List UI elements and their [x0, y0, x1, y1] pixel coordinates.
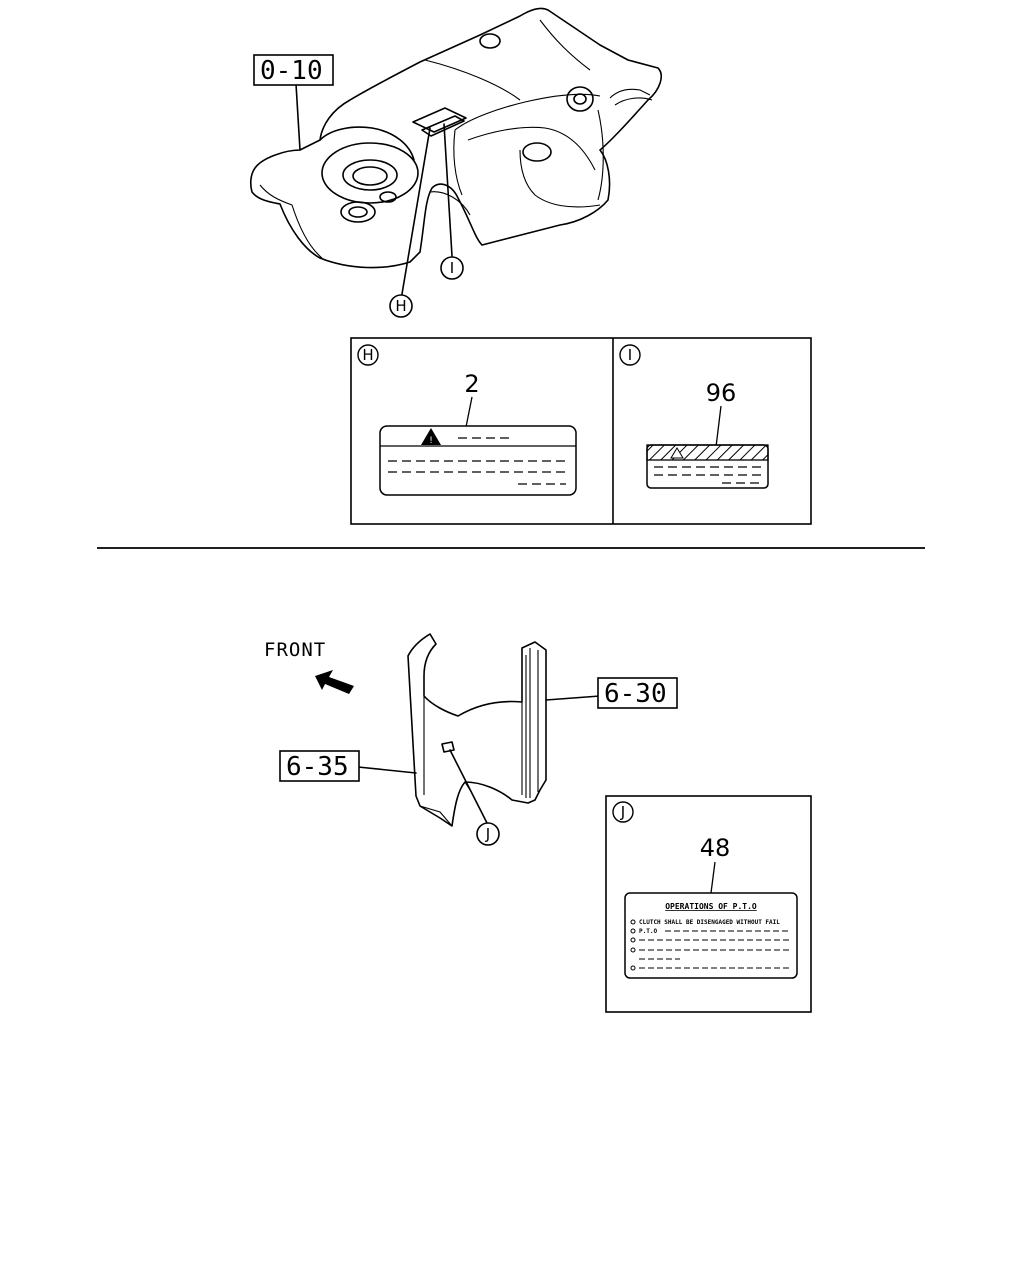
callout-i[interactable]: I [440, 256, 464, 280]
detail-i: I 96 [619, 344, 769, 489]
reference-label-0-10: 0-10 [260, 56, 323, 86]
pto-label-title: OPERATIONS OF P.T.O [665, 902, 757, 911]
part-number-96: 96 [706, 379, 737, 407]
detail-i-circle-letter: I [628, 346, 632, 364]
detail-j-circle-letter: J [620, 803, 625, 821]
reference-label-6-30: 6-30 [604, 679, 667, 709]
front-label: FRONT [264, 639, 326, 661]
detail-h-circle-letter: H [362, 346, 373, 364]
reference-label-6-35: 6-35 [286, 752, 349, 782]
callout-h-letter: H [395, 297, 406, 315]
warning-label-2: ! [379, 425, 577, 496]
side-panel-drawing [357, 633, 601, 827]
reference-box-6-30[interactable]: 6-30 [597, 677, 678, 709]
warning-triangle-icon [670, 447, 684, 459]
pto-label-line-1: CLUTCH SHALL BE DISENGAGED WITHOUT FAIL [639, 919, 780, 926]
callout-i-letter: I [450, 259, 454, 277]
reference-box-0-10[interactable]: 0-10 [253, 54, 334, 86]
callout-j[interactable]: J [476, 822, 500, 846]
callout-j-letter: J [485, 825, 490, 843]
warning-triangle-icon [421, 428, 441, 445]
callout-h[interactable]: H [389, 294, 413, 318]
pto-label-line-2: P.T.O [639, 928, 657, 935]
transmission-housing-drawing [249, 7, 662, 295]
hazard-label-96 [646, 444, 769, 489]
pto-operation-label-48: OPERATIONS OF P.T.O CLUTCH SHALL BE DISE… [624, 892, 798, 979]
part-number-48: 48 [700, 834, 731, 862]
detail-h: H 2 ! [357, 344, 577, 496]
detail-boxes-h-i [350, 337, 812, 525]
part-number-2: 2 [464, 370, 479, 398]
reference-box-6-35[interactable]: 6-35 [279, 750, 360, 782]
svg-text:!: ! [429, 436, 433, 446]
front-indicator: FRONT [264, 639, 354, 694]
detail-j: J 48 OPERATIONS OF P.T.O CLUTCH SHALL BE… [605, 795, 812, 1013]
front-arrow-icon [315, 670, 354, 694]
